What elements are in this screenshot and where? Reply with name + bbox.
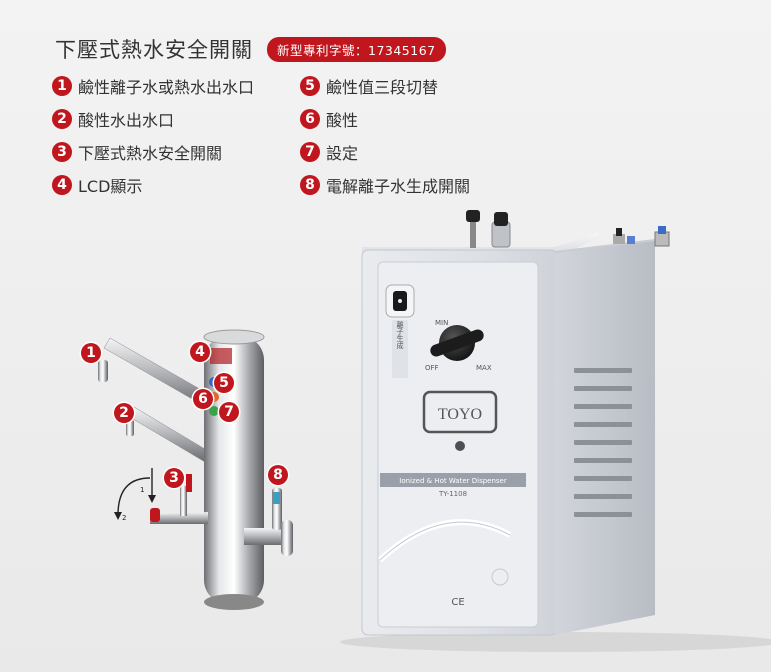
feature-item-6: 6 酸性 xyxy=(300,107,358,131)
callout-7: 7 xyxy=(219,402,239,422)
temperature-knob[interactable] xyxy=(439,325,475,361)
callout-2: 2 xyxy=(114,403,134,423)
page-title: 下壓式熱水安全開關 xyxy=(55,38,253,62)
feature-label: 電解離子水生成開關 xyxy=(326,177,471,196)
feature-number-badge: 4 xyxy=(52,175,72,195)
feature-number-badge: 1 xyxy=(52,76,72,96)
faucet: 1 2 xyxy=(98,329,293,610)
feature-number-badge: 3 xyxy=(52,142,72,162)
feature-label: 鹼性離子水或熱水出水口 xyxy=(78,78,255,97)
ce-mark: CE xyxy=(451,597,464,608)
model-text: TY-1108 xyxy=(438,490,467,498)
header: 下壓式熱水安全開關 新型專利字號：17345167 xyxy=(55,34,446,64)
callout-6: 6 xyxy=(193,389,213,409)
feature-label: 鹼性值三段切替 xyxy=(326,78,439,97)
feature-item-1: 1 鹼性離子水或熱水出水口 xyxy=(52,74,254,98)
feature-number-badge: 6 xyxy=(300,109,320,129)
patent-badge: 新型專利字號：17345167 xyxy=(267,36,446,62)
feature-label: 下壓式熱水安全開關 xyxy=(78,144,223,163)
callout-4: 4 xyxy=(190,342,210,362)
feature-label: 酸性 xyxy=(326,111,359,130)
feature-item-2: 2 酸性水出水口 xyxy=(52,107,174,131)
feature-number-badge: 8 xyxy=(300,175,320,195)
feature-label: 設定 xyxy=(326,144,359,163)
knob-min-label: MIN xyxy=(435,319,448,327)
feature-item-3: 3 下壓式熱水安全開關 xyxy=(52,140,222,164)
feature-item-4: 4 LCD顯示 xyxy=(52,173,142,197)
feature-number-badge: 5 xyxy=(300,76,320,96)
callout-3: 3 xyxy=(164,468,184,488)
brand-logo: TOYO xyxy=(438,406,482,423)
callout-8: 8 xyxy=(268,465,288,485)
dispenser-machine: 離子生成 MIN MAX OFF TOYO Ionized & Hot Wate… xyxy=(340,210,771,652)
side-label-text: 離子生成 xyxy=(396,320,404,350)
product-line-text: Ionized & Hot Water Dispenser xyxy=(399,477,507,485)
lever-arrow-label-1: 1 xyxy=(140,486,144,494)
feature-label: LCD顯示 xyxy=(78,177,143,196)
feature-item-7: 7 設定 xyxy=(300,140,358,164)
knob-off-label: OFF xyxy=(425,364,439,372)
feature-number-badge: 7 xyxy=(300,142,320,162)
feature-item-5: 5 鹼性值三段切替 xyxy=(300,74,438,98)
knob-max-label: MAX xyxy=(476,364,492,372)
lever-arrow-label-2: 2 xyxy=(122,514,126,522)
feature-label: 酸性水出水口 xyxy=(78,111,175,130)
callout-5: 5 xyxy=(214,373,234,393)
feature-item-8: 8 電解離子水生成開關 xyxy=(300,173,470,197)
feature-number-badge: 2 xyxy=(52,109,72,129)
callout-1: 1 xyxy=(81,343,101,363)
